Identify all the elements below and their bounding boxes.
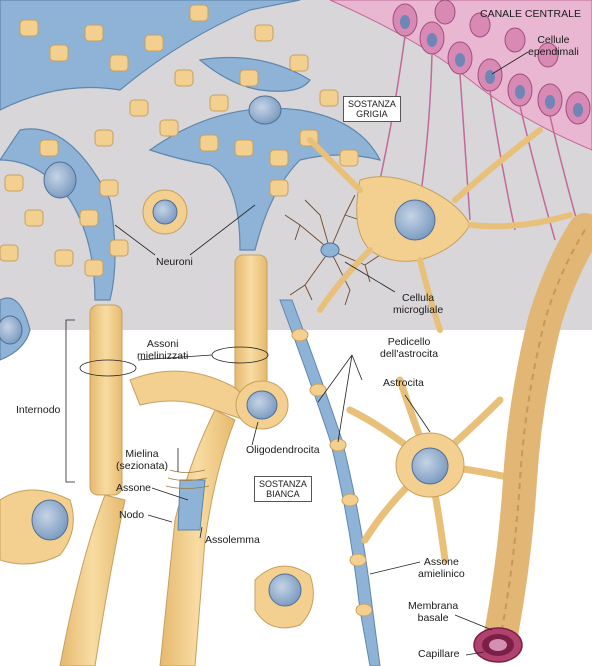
glial-cell-lower-middle	[254, 565, 314, 629]
label-capillare: Capillare	[418, 648, 460, 660]
label-nodo: Nodo	[119, 509, 145, 521]
label-assone: Assone	[116, 482, 152, 494]
label-canale-centrale: CANALE CENTRALE	[480, 8, 581, 20]
neuron-nuclei	[0, 95, 282, 345]
label-mielina-sezionata: Mielina(sezionata)	[116, 448, 168, 472]
ependymal-nuclei	[400, 15, 583, 117]
label-assolemma: Assolemma	[205, 534, 260, 546]
label-internodo: Internodo	[16, 404, 61, 416]
astrocyte-upper	[307, 127, 573, 333]
label-oligodendrocita: Oligodendrocita	[246, 444, 320, 456]
glial-cell-lower-left	[0, 489, 74, 565]
myelin-sheath-cut	[165, 469, 210, 489]
label-neuroni: Neuroni	[156, 256, 193, 268]
astrocyte-lower	[346, 376, 524, 564]
unmyelinated-axon-beads	[291, 328, 373, 617]
microglial-cell	[284, 194, 381, 306]
synaptic-terminals	[0, 4, 359, 277]
neuron-cell-left	[142, 189, 188, 235]
ependymal-layer	[329, 0, 592, 151]
oligodendrocyte	[129, 370, 289, 430]
microglial-nucleus	[320, 242, 340, 258]
label-astrocita: Astrocita	[383, 377, 424, 389]
unmyelinated-axon	[279, 299, 381, 666]
capillary-vessel	[473, 213, 592, 663]
myelinated-axons	[59, 254, 268, 666]
leader-lines	[65, 51, 529, 656]
